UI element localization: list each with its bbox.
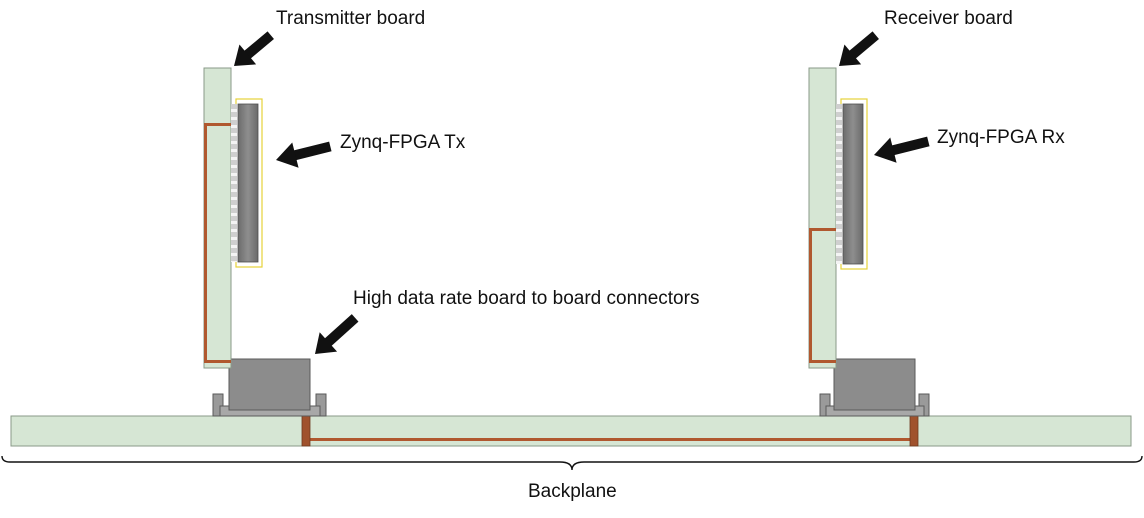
backplane-via-left — [301, 415, 311, 447]
backplane-brace — [1, 455, 1143, 471]
fpga-rx-arrow-icon — [874, 136, 930, 163]
fpga-tx-pins — [231, 104, 237, 262]
fpga-tx-label: Zynq-FPGA Tx — [340, 132, 466, 153]
receiver-board-label: Receiver board — [884, 8, 1013, 29]
rx-board-trace-vertical — [809, 228, 812, 363]
connectors-label: High data rate board to board connectors — [353, 288, 700, 309]
tx-connector-clip-left — [212, 393, 224, 417]
transmitter-board — [203, 67, 232, 369]
backplane-trace — [306, 438, 914, 441]
rx-board-trace-bottom — [809, 360, 836, 363]
tx-board-trace-top — [204, 123, 231, 126]
fpga-tx-chip — [237, 103, 259, 263]
fpga-rx-chip — [842, 103, 864, 265]
backplane-via-right — [909, 415, 919, 447]
rx-connector — [833, 358, 916, 411]
rx-connector-clip-left — [819, 393, 831, 417]
transmitter-board-label: Transmitter board — [276, 8, 426, 29]
fpga-tx-arrow-icon — [276, 141, 332, 168]
connector-arrow-icon — [315, 314, 359, 354]
backplane-board — [10, 415, 1132, 447]
transmitter-arrow-icon — [234, 31, 274, 66]
fpga-rx-pins — [836, 104, 842, 264]
receiver-arrow-icon — [839, 31, 879, 66]
tx-board-trace-vertical — [204, 123, 207, 363]
tx-board-trace-bottom — [204, 360, 231, 363]
fpga-rx-label: Zynq-FPGA Rx — [937, 127, 1065, 148]
tx-connector-clip-right — [315, 393, 327, 417]
tx-connector — [228, 358, 311, 411]
receiver-board — [808, 67, 837, 369]
backplane-label: Backplane — [528, 481, 617, 502]
rx-board-trace-top — [809, 228, 836, 231]
arrows — [234, 31, 930, 354]
